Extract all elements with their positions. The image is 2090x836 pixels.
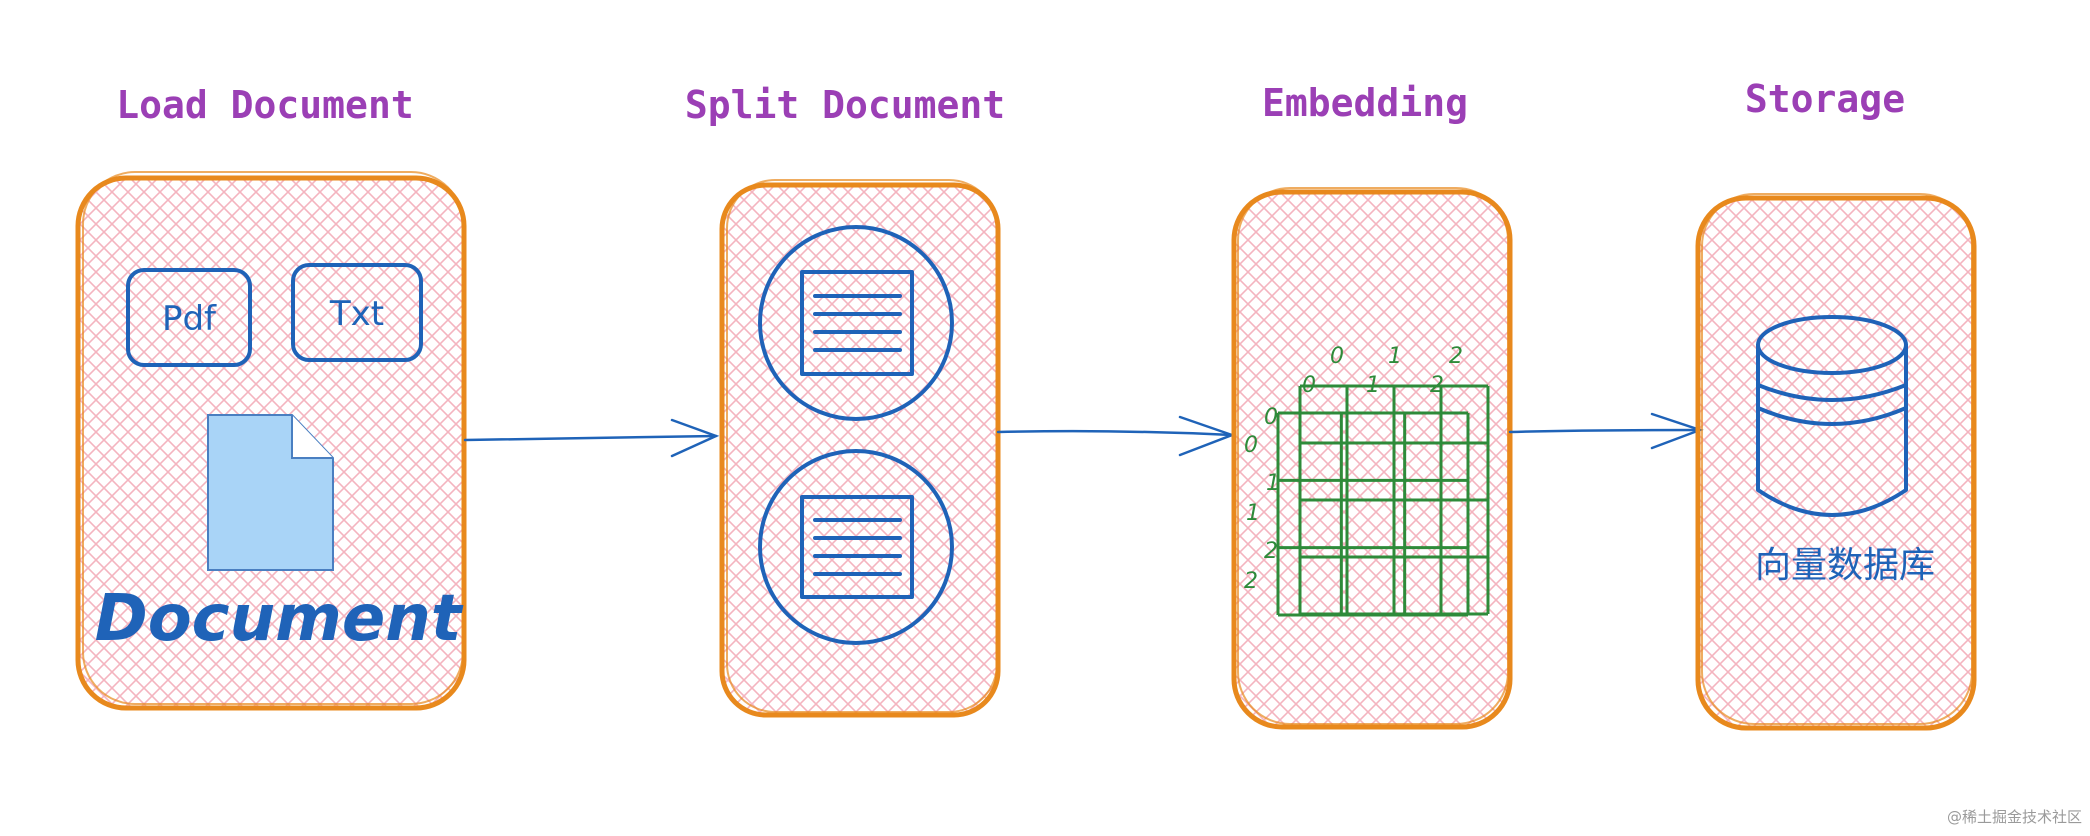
arrow-split-to-embedding — [996, 415, 1236, 457]
matrix-col-label-1b: 1 — [1366, 373, 1380, 398]
pdf-chip-label: Pdf — [162, 299, 217, 339]
matrix-row-labels: 0 1 2 0 1 2 — [1244, 405, 1280, 594]
stage-title-storage: Storage — [1745, 77, 1905, 121]
matrix-col-label-2b: 2 — [1430, 373, 1444, 398]
matrix-row-label-1b: 1 — [1266, 471, 1280, 496]
matrix-front-grid — [1276, 411, 1470, 617]
database-icon — [1756, 315, 1908, 517]
matrix-row-label-0b: 0 — [1264, 405, 1278, 430]
arrow-embedding-to-storage — [1508, 412, 1704, 450]
storage-label: 向量数据库 — [1755, 545, 1935, 586]
matrix-row-label-2b: 2 — [1264, 539, 1278, 564]
stage-title-load: Load Document — [116, 83, 413, 127]
matrix-col-label-0b: 0 — [1302, 373, 1316, 398]
matrix-row-label-2: 2 — [1244, 569, 1258, 594]
txt-chip: Txt — [291, 263, 423, 362]
chunk-icon-1 — [758, 225, 954, 421]
document-label: Document — [95, 582, 464, 656]
chunk-icon-2 — [758, 449, 954, 645]
txt-chip-label: Txt — [329, 294, 384, 334]
split-document-box — [719, 179, 1001, 718]
matrix-col-label-1: 1 — [1388, 344, 1402, 369]
arrow-load-to-split — [463, 418, 720, 458]
matrix-row-label-1: 1 — [1246, 501, 1260, 526]
matrix-row-label-0: 0 — [1244, 433, 1258, 458]
stage-title-embedding: Embedding — [1262, 81, 1468, 125]
document-file-icon — [207, 414, 334, 571]
storage-box — [1695, 193, 1977, 731]
embedding-matrix — [1276, 384, 1490, 617]
matrix-col-labels: 0 1 2 0 1 2 — [1302, 344, 1463, 398]
matrix-col-label-2: 2 — [1449, 344, 1463, 369]
pdf-chip: Pdf — [126, 268, 252, 367]
watermark: @稀土掘金技术社区 — [1947, 808, 2082, 826]
stage-title-split: Split Document — [685, 83, 1005, 127]
matrix-col-label-0: 0 — [1330, 344, 1344, 369]
